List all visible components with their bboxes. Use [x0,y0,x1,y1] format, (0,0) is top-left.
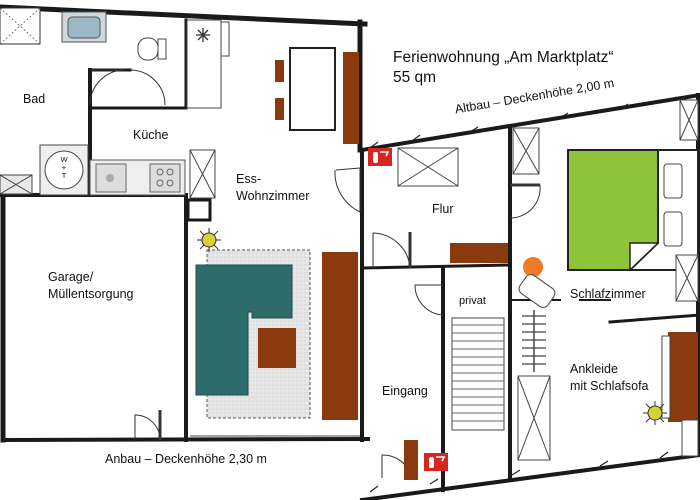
clothes-rack-icon [522,310,546,372]
room-label-wohnzimmer: Wohnzimmer [236,189,310,203]
dressing-room-furniture [517,332,699,461]
living-room-furniture [134,47,361,441]
freezer-snowflake-icon [196,28,210,42]
room-label-ankleide: Ankleide [570,362,618,376]
anbau-height-note: Anbau – Deckenhöhe 2,30 m [102,452,270,466]
room-label-muellentsorgung: Müllentsorgung [48,287,134,301]
plan-area: 55 qm [393,69,437,86]
room-label-ess: Ess- [236,172,261,186]
room-label-flur: Flur [432,202,454,216]
bathroom-fixtures [0,7,167,196]
hallway-fixtures [372,147,541,269]
fire-extinguisher-icon [424,453,448,471]
room-label-schlafsofa: mit Schlafsofa [570,379,649,393]
room-label-eingang: Eingang [382,384,428,398]
window-marks [369,96,677,493]
room-label-privat: privat [459,295,486,307]
fire-extinguisher-icon [368,148,392,166]
ceiling-lamp-icon [197,228,221,252]
room-label-garage: Garage/ [48,270,94,284]
room-label-kueche: Küche [133,128,169,142]
entrance-fixtures [381,284,505,480]
plan-title: Ferienwohnung „Am Marktplatz“ [393,49,614,66]
room-label-bad: Bad [23,92,46,106]
bedroom-furniture [512,99,699,308]
ceiling-lamp-icon [643,401,667,425]
room-label-schlafzimmer: Schlafzimmer [570,287,646,301]
washer-dryer-label: W + T [60,155,68,180]
